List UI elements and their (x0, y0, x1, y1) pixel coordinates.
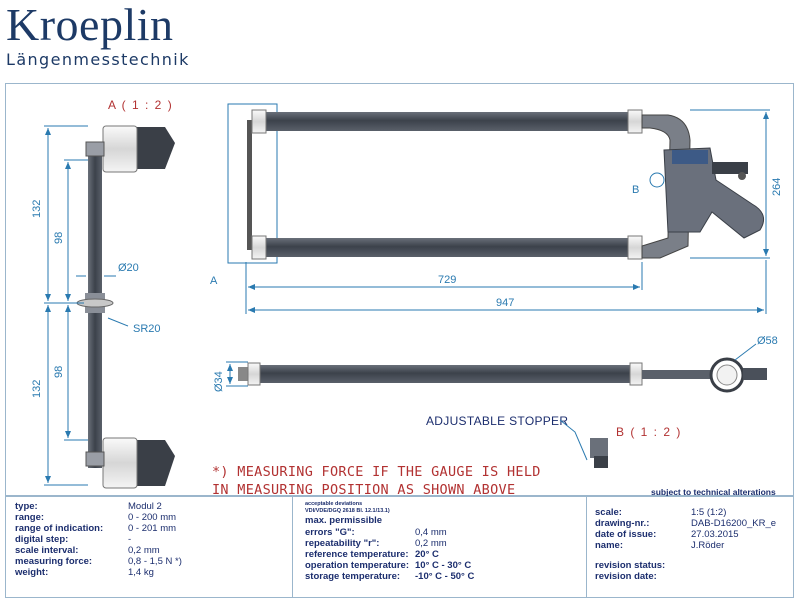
drawing-key: date of issue: (595, 529, 657, 540)
dim-132-upper: 132 (31, 200, 43, 218)
top-view: Ø34 Ø58 (213, 335, 778, 393)
deviation-key: errors "G": (305, 527, 355, 538)
spec-value: 0 - 200 mm (128, 512, 177, 523)
gauge-stem (738, 172, 746, 180)
front-upper-tube (262, 112, 642, 131)
view-b-title: B ( 1 : 2 ) (616, 425, 682, 439)
stopper-body (590, 438, 608, 458)
revision-key: revision date: (595, 571, 657, 582)
dim-sr20: SR20 (133, 323, 161, 335)
dim-947: 947 (496, 297, 514, 309)
deviation-title: max. permissible (305, 515, 383, 526)
spec-value: 0,8 - 1,5 N *) (128, 556, 182, 567)
deviation-value: 0,2 mm (415, 538, 447, 549)
front-view: A B 264 729 947 (210, 103, 783, 314)
drawing-key: scale: (595, 507, 622, 518)
revision-key: revision status: (595, 560, 666, 571)
drawing-value: 27.03.2015 (691, 529, 739, 540)
spec-column: type: Modul 2 range: 0 - 200 mm range of i… (6, 497, 292, 597)
view-a-marker: A (210, 275, 218, 287)
bottom-contact (85, 451, 105, 467)
gauge-dial-body (712, 162, 748, 174)
front-cap-tl (251, 109, 267, 134)
gauge-label-plate (672, 150, 708, 164)
spec-key: range: (15, 512, 45, 523)
bottom-cap (102, 437, 138, 489)
dim-98-lower: 98 (53, 366, 65, 378)
top-view-cap-right (629, 362, 643, 386)
dim-264: 264 (771, 178, 783, 196)
dial-face (716, 364, 738, 386)
note-line-1: *) MEASURING FORCE IF THE GAUGE IS HELD (212, 464, 541, 480)
deviation-value: 0,4 mm (415, 527, 447, 538)
deviation-value: 20° C (415, 549, 439, 560)
spec-value: 1,4 kg (128, 567, 154, 578)
deviation-column: acceptable deviations VDI/VDE/DGQ 2618 B… (292, 497, 586, 597)
top-cap (102, 125, 138, 173)
deviation-small-1: acceptable deviations (305, 501, 363, 507)
spec-key: digital step: (15, 534, 69, 545)
dim-dia34: Ø34 (213, 371, 225, 392)
spec-value: 0 - 201 mm (128, 523, 177, 534)
dim-729: 729 (438, 274, 456, 286)
front-left-rod (247, 120, 252, 250)
front-lower-tube (262, 238, 642, 257)
drawing-value: J.Röder (691, 540, 725, 551)
drawing-value: 1:5 (1:2) (691, 507, 727, 518)
note-line-2: IN MEASURING POSITION AS SHOWN ABOVE (212, 482, 516, 498)
spec-key: type: (15, 501, 38, 512)
drawing-frame (5, 83, 794, 496)
spec-key: measuring force: (15, 556, 93, 567)
stopper-leader (559, 419, 588, 461)
top-view-cap-left (247, 362, 261, 386)
stopper-label: ADJUSTABLE STOPPER (426, 414, 568, 428)
front-cap-br (627, 235, 643, 260)
stopper-base (594, 456, 608, 468)
dim-98-upper: 98 (53, 232, 65, 244)
view-a: 132 132 98 98 Ø20 SR20 A ( 1 : 2 ) (31, 98, 175, 489)
top-view-tip (238, 367, 248, 381)
spec-value: Modul 2 (128, 501, 162, 512)
dim-dia20: Ø20 (118, 262, 139, 274)
spec-value: 0,2 mm (128, 545, 160, 556)
drawing-key: drawing-nr.: (595, 518, 650, 529)
view-a-title: A ( 1 : 2 ) (108, 98, 173, 112)
deviation-value: -10° C - 50° C (415, 571, 475, 582)
top-view-tube (248, 365, 638, 383)
logo-brand: Kroeplin (6, 0, 174, 50)
view-b-marker: B (632, 184, 639, 196)
spec-key: scale interval: (15, 545, 79, 556)
deviation-value: 10° C - 30° C (415, 560, 472, 571)
drawing-key: name: (595, 540, 623, 551)
deviation-key: operation temperature: (305, 560, 409, 571)
logo-subtitle: Längenmesstechnik (6, 50, 190, 69)
view-b: ADJUSTABLE STOPPER B ( 1 : 2 ) (426, 414, 682, 468)
view-a-marker-box (227, 103, 278, 264)
deviation-small-2: VDI/VDE/DGQ 2618 Bl. 12.1/13.1) (305, 508, 390, 514)
dim-dia58: Ø58 (757, 335, 778, 347)
drawing-info-column: scale: 1:5 (1:2) drawing-nr.: DAB-D16200_K… (586, 497, 793, 597)
top-view-shaft (642, 370, 714, 379)
spec-value: - (128, 534, 132, 545)
deviation-key: repeatability "r": (305, 538, 380, 549)
front-cap-tr (627, 109, 643, 134)
title-block: type: Modul 2 range: 0 - 200 mm range of i… (5, 496, 794, 598)
company-logo: Kroeplin Längenmesstechnik (6, 0, 190, 70)
drawing-value: DAB-D16200_KR_e (691, 518, 777, 529)
deviation-key: storage temperature: (305, 571, 401, 582)
front-cap-bl (251, 235, 267, 260)
spec-key: weight: (15, 567, 49, 578)
subject-note: subject to technical alterations (651, 487, 776, 497)
dim-132-lower: 132 (31, 380, 43, 398)
top-contact (85, 141, 105, 157)
view-b-marker-circle (649, 172, 665, 188)
spec-key: range of indication: (15, 523, 104, 534)
deviation-key: reference temperature: (305, 549, 409, 560)
dial-stem (743, 368, 767, 380)
